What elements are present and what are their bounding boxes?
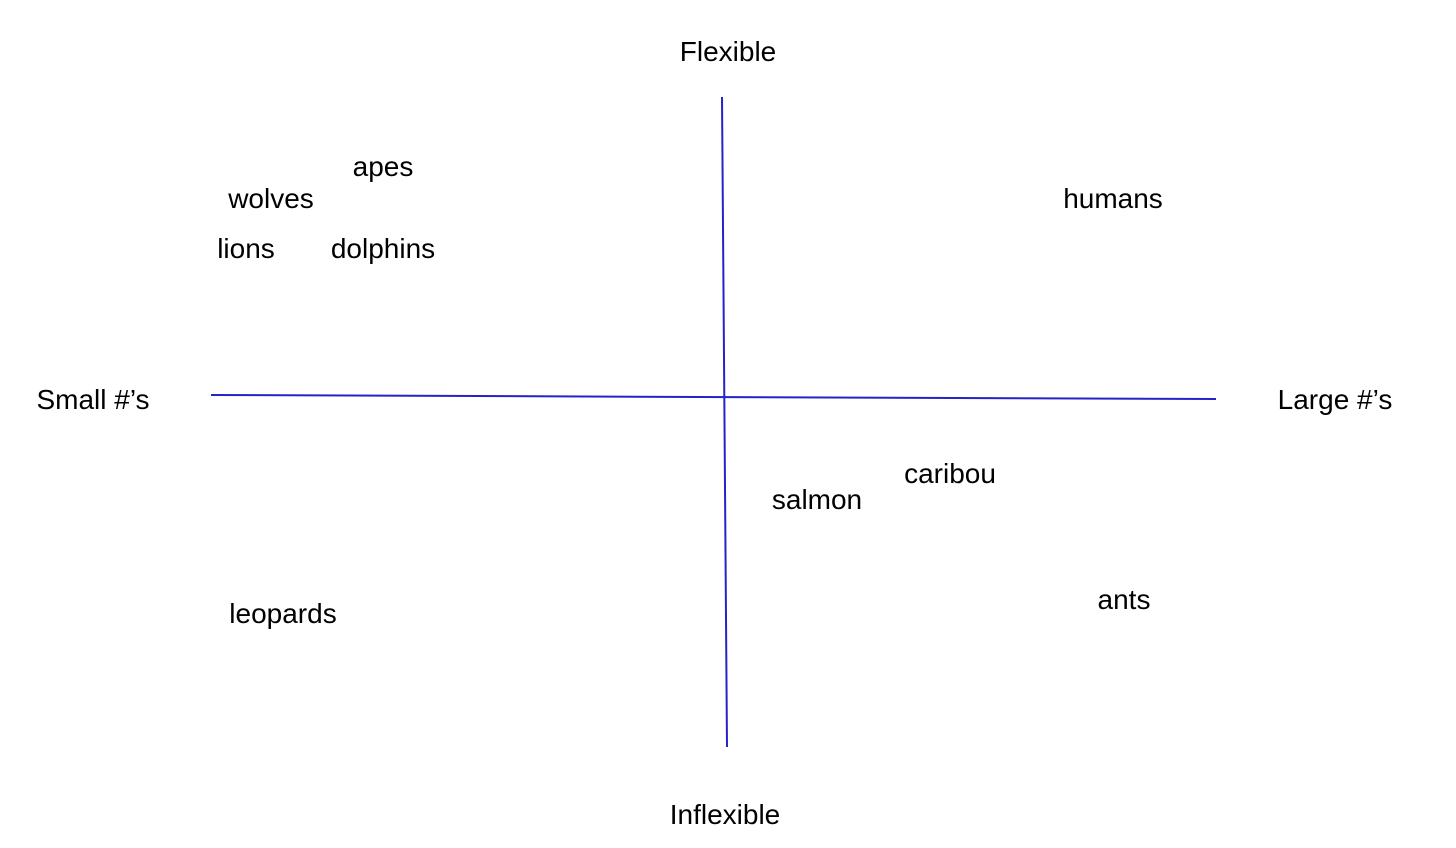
axis-label-top: Flexible [679,36,777,67]
item-label-lions: lions [217,233,275,264]
item-label-wolves: wolves [228,183,314,214]
item-label-leopards: leopards [229,598,337,629]
axis-label-left: Small #’s [36,384,150,415]
item-label-dolphins: dolphins [330,233,436,264]
item-label-apes: apes [352,151,414,182]
item-label-humans: humans [1063,183,1163,214]
horizontal-axis-line [210,394,1217,400]
item-label-ants: ants [1097,584,1151,615]
axis-label-bottom: Inflexible [669,799,781,830]
item-label-salmon: salmon [771,484,863,515]
axis-label-right: Large #’s [1277,384,1393,415]
vertical-axis-line [721,96,728,748]
item-label-caribou: caribou [904,458,996,489]
